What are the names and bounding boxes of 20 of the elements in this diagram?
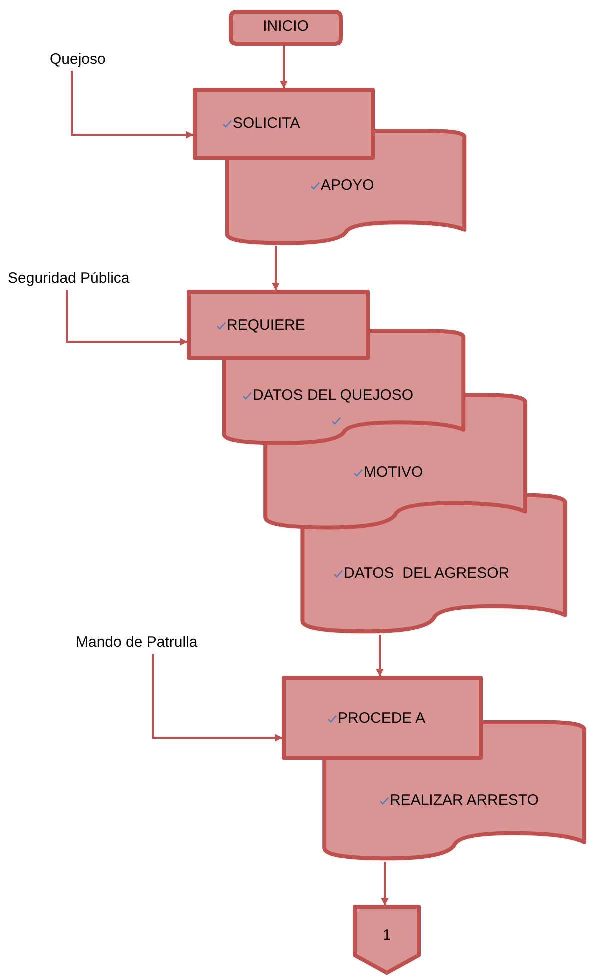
arrow	[66, 290, 188, 346]
step-label: INICIO	[262, 18, 310, 36]
actor-label: Mando de Patrulla	[76, 634, 198, 652]
step-label: PROCEDE A	[338, 710, 426, 728]
arrow	[272, 246, 280, 291]
step-label: DATOS DEL AGRESOR	[344, 565, 510, 583]
step-label: MOTIVO	[364, 464, 424, 482]
arrow	[71, 71, 194, 139]
step-label: REALIZAR ARRESTO	[390, 792, 539, 810]
actor-label: Seguridad Pública	[8, 270, 130, 288]
step-label: APOYO	[321, 177, 374, 195]
step-label: SOLICITA	[233, 115, 300, 133]
step-label: REQUIERE	[227, 317, 306, 335]
arrow	[280, 45, 288, 89]
arrow	[376, 635, 384, 677]
arrow	[152, 654, 283, 742]
arrow	[381, 862, 389, 906]
step-label: DATOS DEL QUEJOSO	[253, 387, 414, 405]
actor-label: Quejoso	[50, 51, 106, 69]
step-label: 1	[382, 927, 392, 945]
